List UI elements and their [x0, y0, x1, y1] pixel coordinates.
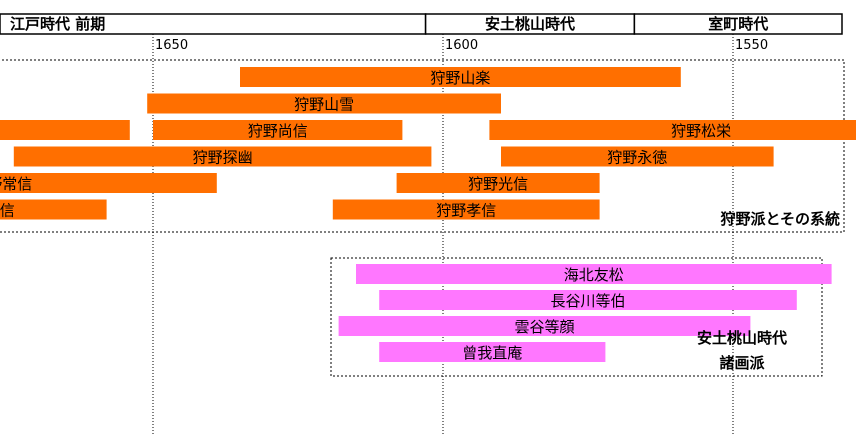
painter-bar — [0, 120, 130, 140]
painter-name: 海北友松 — [564, 266, 624, 284]
painter-bar — [489, 120, 856, 140]
painter-bar — [379, 290, 797, 310]
tick-label: 1650 — [155, 38, 188, 53]
era-cell — [633, 13, 843, 35]
painter-bar — [0, 199, 107, 220]
era-label: 江戸時代 前期 — [10, 15, 105, 33]
tick-label: 1600 — [445, 38, 478, 53]
painter-name: 狩野山楽 — [430, 69, 490, 87]
painter-bar — [13, 146, 432, 167]
painter-bar — [356, 264, 832, 284]
painter-name: 狩野尚信 — [248, 122, 308, 140]
painter-bar — [379, 342, 606, 362]
painter-bar — [338, 316, 751, 336]
era-header: 江戸時代 前期 安土桃山時代 室町時代 — [0, 13, 843, 35]
painter-name: 狩野孝信 — [436, 202, 496, 220]
painter-name: 曾我直庵 — [462, 344, 522, 362]
painter-name: 狩野探幽 — [193, 149, 253, 167]
year-ticks: 1650 1600 1550 — [155, 38, 768, 53]
group-frame — [0, 59, 845, 233]
painter-bar — [332, 199, 600, 220]
tick-label: 1550 — [735, 38, 768, 53]
painter-name: 狩野常信 — [0, 175, 32, 193]
group-label: 諸画派 — [719, 354, 765, 372]
group-frame — [330, 257, 823, 377]
painter-name: 狩野永徳 — [607, 149, 667, 167]
group-label: 狩野派とその系統 — [720, 210, 840, 228]
painter-name: 狩野安信 — [0, 202, 15, 220]
painter-bar — [240, 67, 681, 87]
painter-name: 狩野山雪 — [294, 96, 354, 114]
painter-bar — [0, 173, 217, 193]
painter-name: 狩野光信 — [468, 175, 528, 193]
painter-bar — [147, 93, 501, 114]
era-label: 室町時代 — [708, 15, 768, 33]
painter-name: 狩野松栄 — [671, 122, 731, 140]
painter-name: 長谷川等伯 — [550, 292, 625, 310]
era-label: 安土桃山時代 — [485, 15, 575, 33]
painter-bar — [501, 146, 774, 167]
painter-bar — [153, 120, 403, 140]
painter-bar — [396, 173, 600, 193]
group-label: 安土桃山時代 — [697, 329, 787, 347]
painter-name: 雲谷等顔 — [514, 318, 574, 336]
